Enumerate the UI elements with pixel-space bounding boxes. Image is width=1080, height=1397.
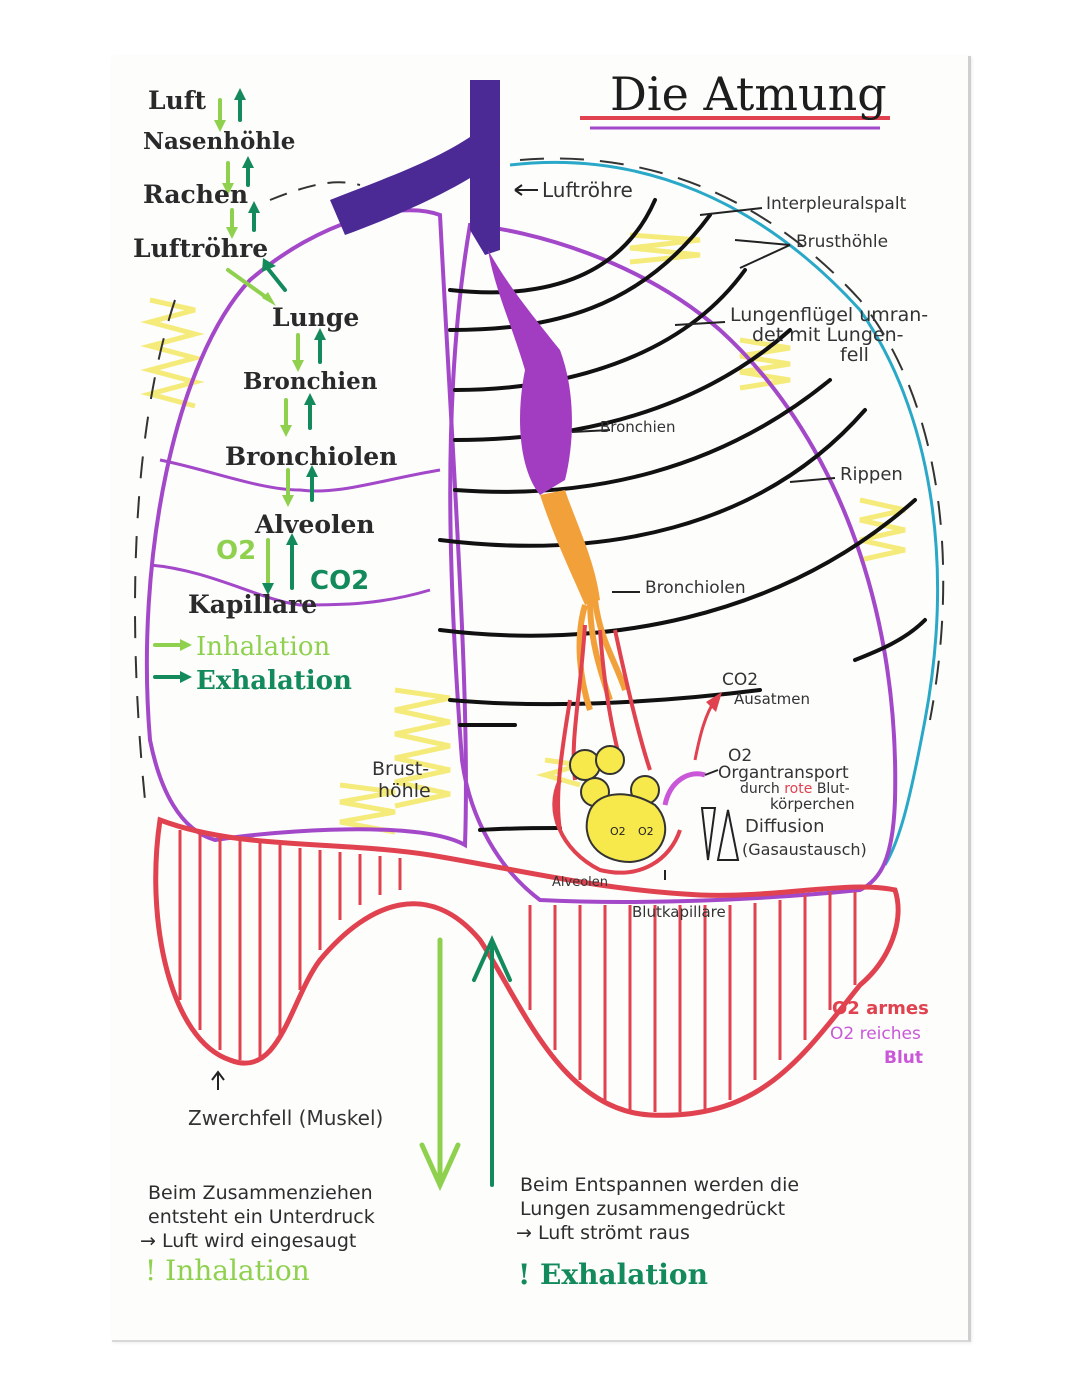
left-lung [144, 208, 468, 849]
legend-o2-reiches: O2 reiches [830, 1024, 921, 1044]
legend-blut: Blut [884, 1048, 924, 1068]
paper-sheet [112, 56, 971, 1342]
label-blut: Blut- [816, 781, 850, 797]
bronchi-shape [488, 250, 572, 495]
label-ausatmen: Ausatmen [734, 690, 811, 708]
chain-bronchiolen: Bronchiolen [225, 442, 398, 471]
chain-luft: Luft [148, 86, 207, 115]
legend-exhalation: Exhalation [196, 666, 352, 696]
pleura-right-dashed [519, 157, 945, 721]
o2-transport-vessel [662, 771, 706, 806]
chain-rachen: Rachen [143, 180, 249, 209]
alveoli-o2-tag-1: O2 [610, 825, 626, 838]
exhale-note-1: Beim Entspannen werden die [520, 1174, 800, 1196]
label-o2-transport: O2 [728, 746, 753, 766]
label-hoehle: höhle [378, 780, 431, 802]
legend-o2-armes: O2 armes [832, 998, 929, 1019]
label-organtransport: Organtransport [718, 763, 849, 783]
pleura-blue [509, 160, 939, 866]
inhale-tag: ! Inhalation [145, 1254, 310, 1287]
inhale-note-2: entsteht ein Unterdruck [148, 1206, 375, 1228]
left-main-bronchus [330, 130, 490, 235]
lung-lobes [149, 458, 441, 607]
label-rote: rote [784, 781, 813, 797]
co2-arrow [693, 699, 717, 761]
chain-bronchien: Bronchien [243, 368, 378, 395]
exhale-tag: ! Exhalation [518, 1258, 708, 1291]
flow-arrows [153, 93, 512, 1192]
exhale-note-2: Lungen zusammengedrückt [520, 1198, 786, 1220]
chain-nasenhoehle: Nasenhöhle [143, 128, 296, 155]
label-lungenfluegel-1: Lungenflügel umran- [730, 304, 929, 326]
chain-luftroehre: Luftröhre [133, 234, 269, 263]
pleura-outer-dashed [269, 181, 361, 201]
label-koerperchen: körperchen [770, 795, 855, 813]
o2-label: O2 [216, 536, 257, 566]
label-rippen: Rippen [840, 464, 903, 485]
pointer-lines [211, 184, 836, 1090]
label-lungenfluegel-3: fell [840, 344, 869, 366]
inhale-note-3: → Luft wird eingesaugt [140, 1230, 357, 1252]
chain-alveolen: Alveolen [255, 510, 375, 539]
diffusion-triangle-left [700, 807, 717, 861]
label-bronchiolen: Bronchiolen [645, 578, 746, 598]
bronchioles-shape [540, 490, 600, 605]
label-co2: CO2 [722, 670, 759, 690]
co2-arrow-head [706, 692, 722, 712]
diaphragm [153, 816, 901, 1118]
flow-arrow-heads [180, 88, 326, 683]
alveoli-cluster [569, 745, 667, 864]
pleura-left-dashed [134, 299, 176, 801]
co2-label: CO2 [310, 566, 370, 596]
label-lungenfluegel-2: det mit Lungen- [752, 324, 904, 346]
diffusion-triangle-right [716, 809, 740, 861]
label-brust: Brust- [372, 758, 430, 780]
right-lung [448, 222, 898, 904]
label-diffusion: Diffusion [745, 816, 825, 837]
o2-transport-line-2: durch rote Blut- [740, 782, 850, 797]
alveoli-o2-tag-2: O2 [638, 825, 654, 838]
label-interpleuralspalt: Interpleuralspalt [766, 194, 907, 214]
label-bronchien: Bronchien [600, 418, 676, 436]
legend-inhalation: Inhalation [196, 632, 331, 662]
label-gasaustausch: (Gasaustausch) [742, 840, 867, 859]
label-durch: durch [740, 781, 780, 797]
exhale-note-3: → Luft strömt raus [516, 1222, 690, 1244]
label-brusthoehle-right: Brusthöhle [796, 232, 889, 252]
ribs [438, 198, 927, 832]
inhale-note-1: Beim Zusammenziehen [148, 1182, 373, 1204]
page-title: Die Atmung [610, 67, 887, 121]
chain-kapillare: Kapillare [188, 590, 318, 619]
chain-lunge: Lunge [272, 303, 360, 332]
label-alveolen: Alveolen [552, 875, 608, 890]
label-luftroehre: Luftröhre [542, 178, 633, 202]
label-zwerchfell: Zwerchfell (Muskel) [188, 1106, 384, 1130]
label-blutkapillare: Blutkapillare [632, 903, 726, 921]
diaphragm-hatching [178, 830, 857, 1112]
